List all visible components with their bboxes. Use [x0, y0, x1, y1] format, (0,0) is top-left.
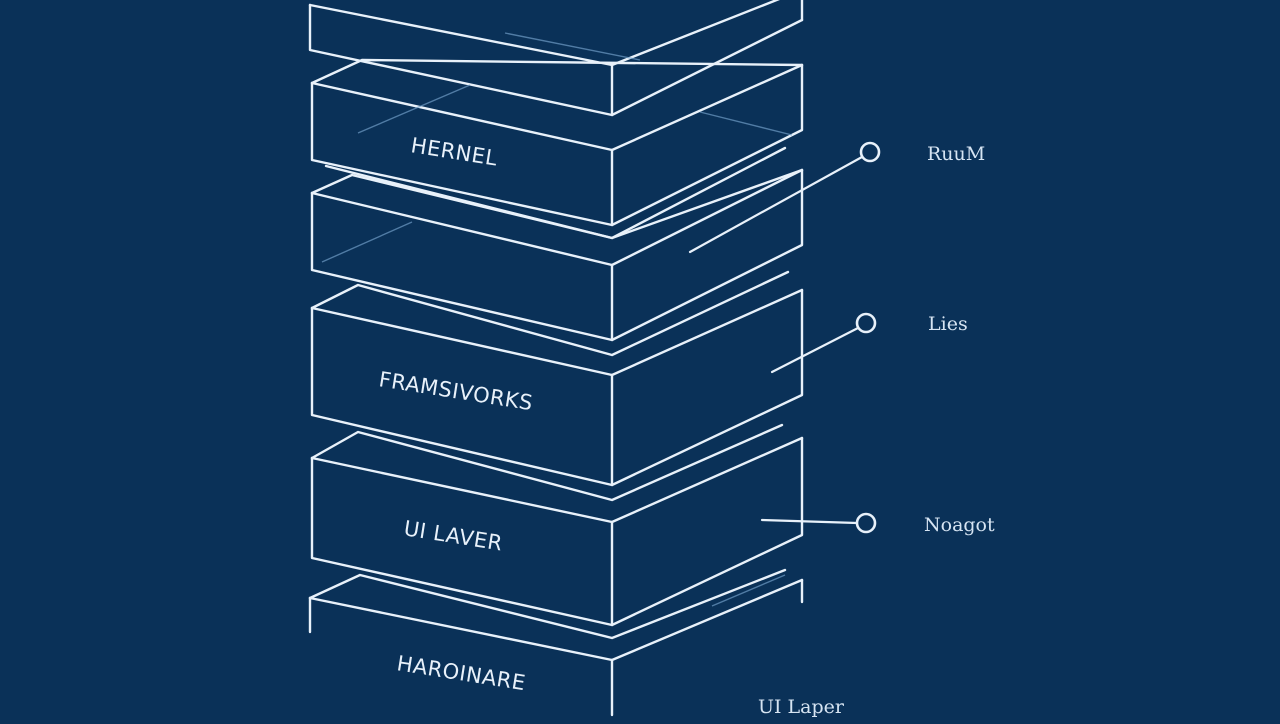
diagram-caption: UI Laper: [758, 696, 845, 718]
callout-label-raw: RuuM: [927, 143, 985, 165]
layer-top-slab: [308, 0, 804, 117]
callout-node-libs: [855, 312, 877, 334]
layer-label-hardware: HAROINARE: [395, 651, 527, 695]
callout-noagot: Noagot: [760, 512, 995, 536]
layer-middle-slab: [310, 146, 804, 342]
layer-kernel: HERNEL: [310, 58, 804, 227]
layer-hardware: HAROINARE: [308, 568, 804, 717]
callout-label-noagot: Noagot: [924, 514, 995, 536]
callout-node-noagot: [855, 512, 877, 534]
callout-label-libs: Lies: [928, 313, 968, 335]
layer-frameworks: FRAMSIVORKS: [310, 270, 804, 487]
layer-label-ui: UI LAVER: [402, 516, 504, 555]
layer-label-kernel: HERNEL: [409, 133, 499, 170]
callout-raw: RuuM: [688, 141, 985, 254]
layer-label-frameworks: FRAMSIVORKS: [377, 367, 534, 415]
callout-libs: Lies: [770, 312, 968, 374]
callout-node-raw: [859, 141, 881, 163]
layer-ui: UI LAVER: [310, 423, 804, 627]
